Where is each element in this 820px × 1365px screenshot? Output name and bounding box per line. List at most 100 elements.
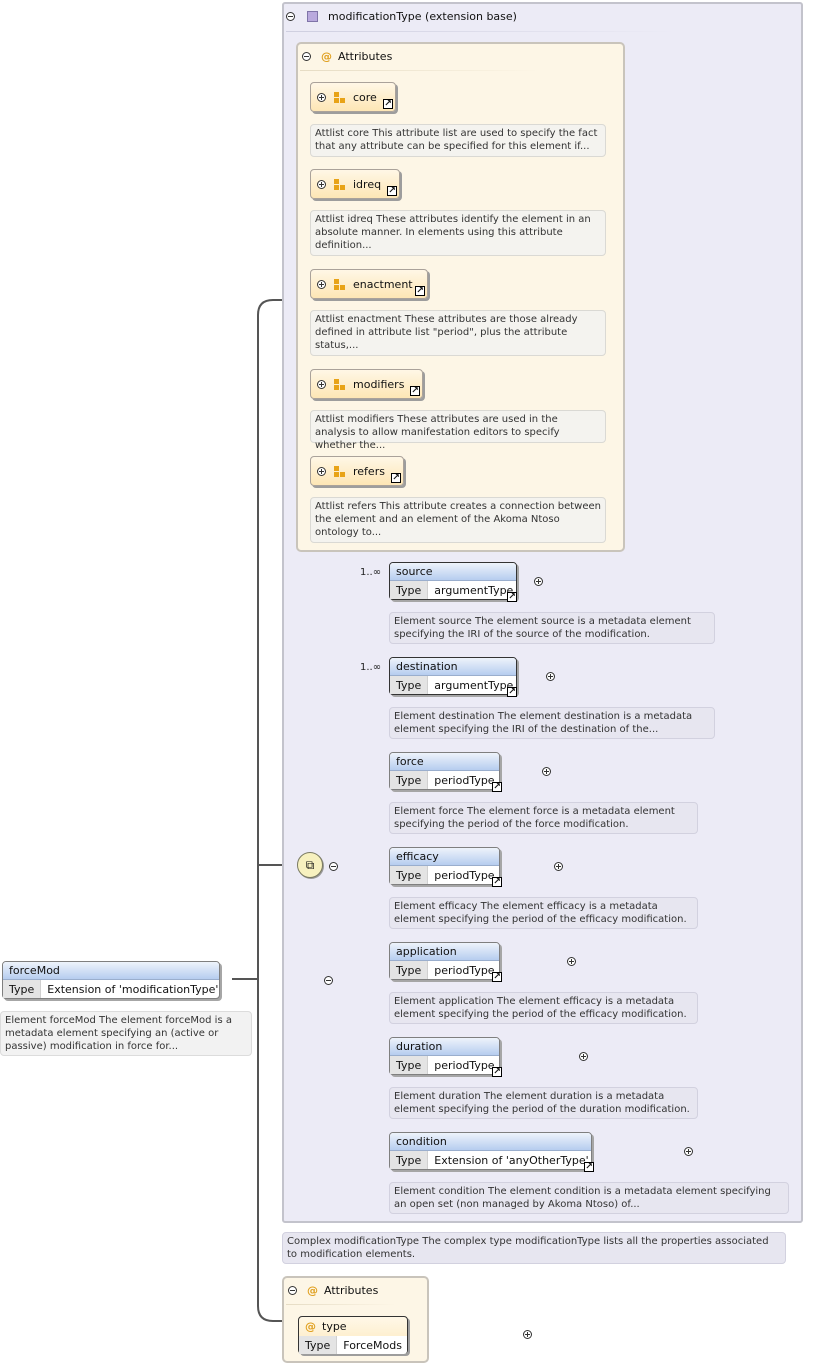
arrow-link-icon[interactable]: ↗ <box>387 186 397 196</box>
at-sign-icon: @ <box>305 1320 316 1333</box>
plus-circle-icon[interactable] <box>317 379 326 389</box>
attribute-group-name: enactment <box>353 277 413 291</box>
arrow-link-icon[interactable]: ↗ <box>391 473 401 483</box>
divider <box>300 70 540 71</box>
cardinality-label: 1..∞ <box>360 567 382 578</box>
type-key: Type <box>390 961 429 979</box>
plus-circle-icon[interactable] <box>533 577 543 586</box>
arrow-link-icon[interactable]: ↗ <box>492 877 502 887</box>
arrow-link-icon[interactable]: ↗ <box>492 782 502 792</box>
element-doc: Element duration The element duration is… <box>389 1087 698 1119</box>
attributes-header: @ Attributes <box>288 1284 378 1297</box>
type-value: argumentType <box>434 583 514 597</box>
arrow-link-icon[interactable]: ↗ <box>507 687 517 697</box>
plus-circle-icon[interactable] <box>317 279 326 289</box>
element-name: duration <box>390 1038 499 1056</box>
element-name: forceMod <box>3 962 219 980</box>
at-sign-icon: @ <box>321 50 332 63</box>
plus-circle-icon[interactable] <box>554 862 563 871</box>
element-doc: Element condition The element condition … <box>389 1182 789 1214</box>
type-key: Type <box>390 581 429 599</box>
attributes-label: Attributes <box>324 1284 379 1297</box>
minus-circle-icon[interactable] <box>329 862 338 871</box>
attribute-group-doc: Attlist core This attribute list are use… <box>310 124 606 157</box>
element-doc: Element destination The element destinat… <box>389 707 715 739</box>
attribute-group-idreq[interactable]: idreq ↗ <box>310 169 400 199</box>
attribute-group-refers[interactable]: refers ↗ <box>310 456 404 486</box>
element-doc: Element application The element efficacy… <box>389 992 698 1024</box>
plus-circle-icon[interactable] <box>317 179 326 189</box>
attribute-group-doc: Attlist enactment These attributes are t… <box>310 310 606 356</box>
attribute-group-icon <box>334 465 345 477</box>
arrow-link-icon[interactable]: ↗ <box>492 1067 502 1077</box>
attribute-group-core[interactable]: core ↗ <box>310 82 396 112</box>
attributes-label: Attributes <box>338 50 393 63</box>
type-value: argumentType <box>434 678 514 692</box>
plus-circle-icon[interactable] <box>317 92 326 102</box>
element-doc: Element source The element source is a m… <box>389 612 715 644</box>
element-doc: Element efficacy The element efficacy is… <box>389 897 698 929</box>
plus-circle-icon[interactable] <box>579 1052 588 1061</box>
arrow-link-icon[interactable]: ↗ <box>507 592 517 602</box>
attribute-group-enactment[interactable]: enactment ↗ <box>310 269 428 299</box>
at-sign-icon: @ <box>307 1284 318 1297</box>
attribute-name: type <box>322 1320 347 1333</box>
element-name: condition <box>390 1133 591 1151</box>
element-name: source <box>390 563 516 581</box>
attribute-group-icon <box>334 278 345 290</box>
arrow-link-icon[interactable]: ↗ <box>383 99 393 109</box>
attribute-group-name: refers <box>353 464 385 478</box>
attribute-group-name: core <box>353 90 377 104</box>
arrow-link-icon[interactable]: ↗ <box>492 972 502 982</box>
plus-circle-icon[interactable] <box>546 672 555 681</box>
sequence-compositor-icon[interactable]: ⧉ <box>297 852 323 878</box>
plus-circle-icon[interactable] <box>566 957 576 966</box>
arrow-link-icon[interactable]: ↗ <box>410 386 420 396</box>
attribute-group-name: modifiers <box>353 377 405 391</box>
attribute-group-icon <box>334 378 345 390</box>
type-value: periodType <box>434 1058 495 1072</box>
element-condition[interactable]: condition Type Extension of 'anyOtherType… <box>389 1132 594 1172</box>
extension-title: modificationType (extension base) <box>328 10 517 23</box>
element-name: efficacy <box>390 848 499 866</box>
type-key: Type <box>390 1151 429 1169</box>
plus-circle-icon[interactable] <box>541 767 551 776</box>
element-source[interactable]: source Type argumentType ↗ <box>389 562 517 602</box>
arrow-link-icon[interactable]: ↗ <box>584 1162 594 1172</box>
minus-circle-icon[interactable] <box>324 976 333 985</box>
element-destination[interactable]: destination Type argumentType ↗ <box>389 657 517 697</box>
divider <box>286 31 676 32</box>
type-value: periodType <box>434 773 495 787</box>
element-name: destination <box>390 658 516 676</box>
type-value: periodType <box>434 963 495 977</box>
element-name: force <box>390 753 499 771</box>
cardinality-label: 1..∞ <box>360 662 382 673</box>
plus-circle-icon[interactable] <box>522 1330 532 1339</box>
attribute-group-doc: Attlist refers This attribute creates a … <box>310 497 606 543</box>
attribute-group-doc: Attlist modifiers These attributes are u… <box>310 410 606 451</box>
attribute-group-icon <box>334 178 345 190</box>
attribute-group-icon <box>334 91 345 103</box>
plus-circle-icon[interactable] <box>317 466 326 476</box>
purple-square-icon <box>307 11 318 22</box>
attribute-group-name: idreq <box>353 177 382 191</box>
attributes-header: @ Attributes <box>302 50 392 63</box>
element-doc: Element force The element force is a met… <box>389 802 698 834</box>
plus-circle-icon[interactable] <box>683 1147 693 1156</box>
minus-circle-icon[interactable] <box>288 1286 297 1295</box>
type-value: Extension of 'anyOtherType' <box>434 1153 589 1167</box>
type-key: Type <box>390 676 429 694</box>
type-key: Type <box>299 1336 338 1354</box>
type-key: Type <box>390 771 429 789</box>
minus-circle-icon[interactable] <box>302 52 311 61</box>
attribute-group-modifiers[interactable]: modifiers ↗ <box>310 369 423 399</box>
minus-circle-icon[interactable] <box>286 12 295 21</box>
element-force[interactable]: force Type periodType ↗ <box>389 752 502 792</box>
arrow-link-icon[interactable]: ↗ <box>415 286 425 296</box>
type-value: Extension of 'modificationType' <box>47 982 219 996</box>
